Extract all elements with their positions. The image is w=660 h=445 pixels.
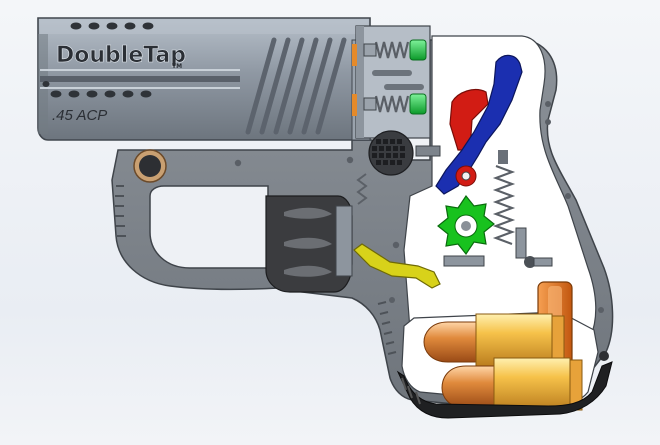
muzzle-icon <box>42 22 154 98</box>
grip-baseplate <box>396 361 613 419</box>
slide: DoubleTap TM .45 ACP <box>37 17 371 141</box>
star-wheel-icon <box>437 194 495 267</box>
caliber-marking: .45 ACP <box>52 107 107 124</box>
trigger-icon <box>265 195 353 293</box>
mainspring <box>492 150 553 268</box>
breech-block <box>352 25 431 139</box>
hammer-lever-icon <box>435 54 523 195</box>
trigger-spring <box>356 173 368 205</box>
trigger-bar-icon <box>353 243 441 289</box>
slide-serrations-icon <box>245 37 347 135</box>
firing-pin-spring-top <box>363 39 427 61</box>
firing-pin-spring-bottom <box>363 93 427 115</box>
barrel-lock-knob-icon <box>368 130 441 176</box>
brand-trademark: TM <box>172 63 182 70</box>
brand-logo: DoubleTap <box>56 43 186 68</box>
